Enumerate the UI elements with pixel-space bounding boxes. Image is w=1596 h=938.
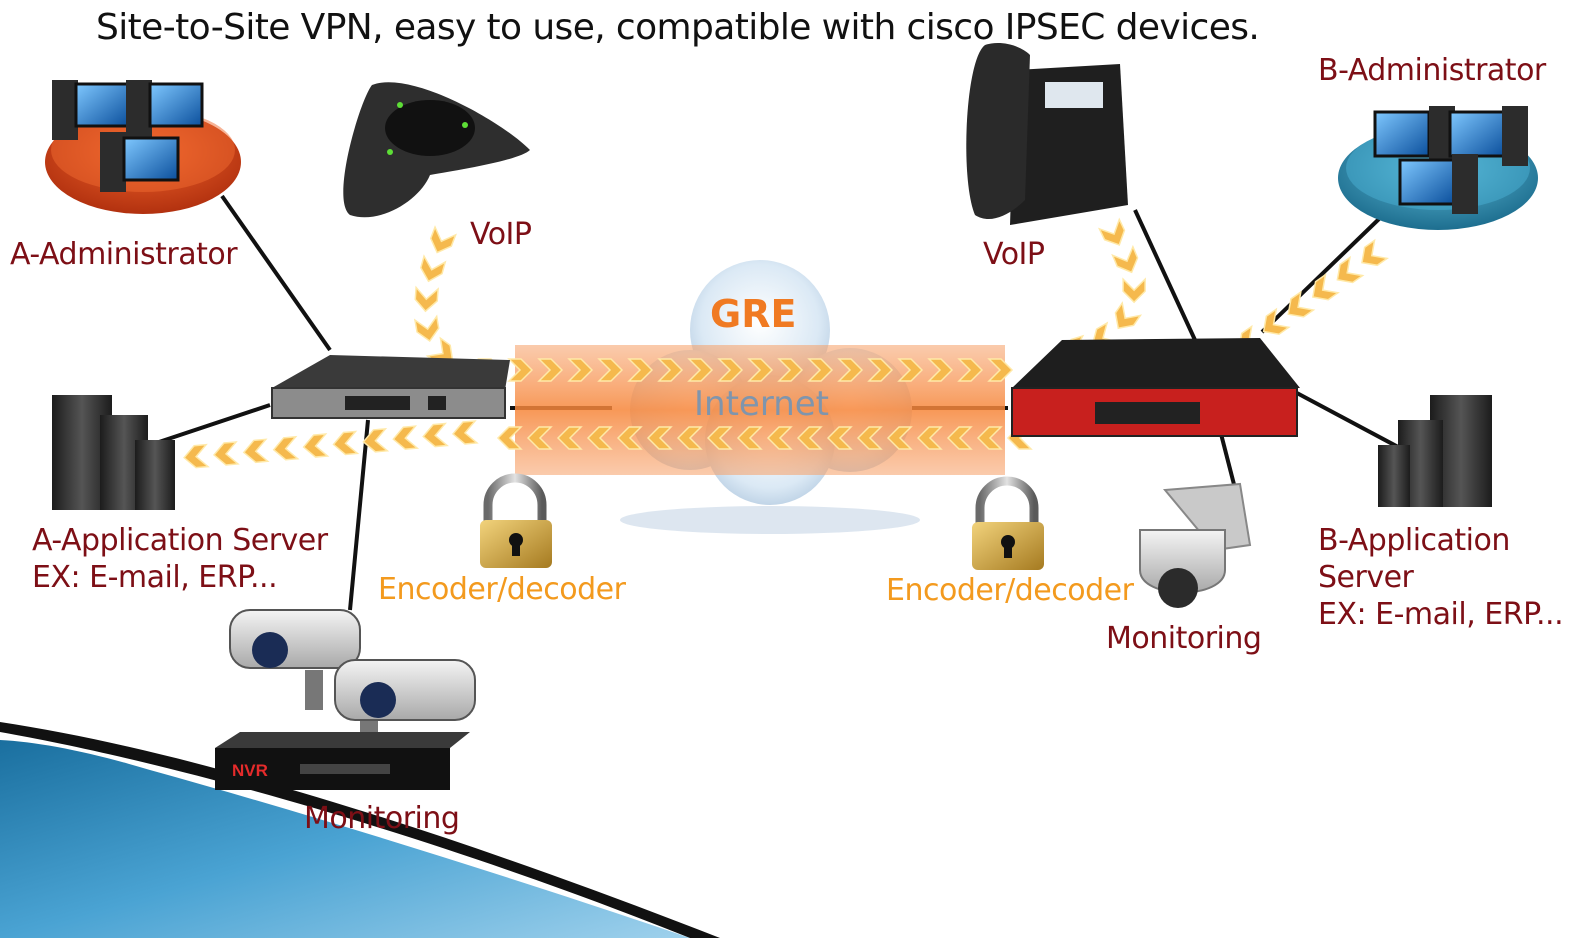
nvr-label: NVR bbox=[232, 761, 268, 780]
chevron-arrow bbox=[1097, 217, 1126, 246]
chevron-arrow bbox=[706, 426, 733, 450]
chevron-arrow bbox=[302, 433, 330, 458]
flow-b-voip bbox=[1045, 225, 1134, 358]
chevron-arrow bbox=[837, 358, 864, 382]
chevron-arrow bbox=[717, 358, 744, 382]
b-voip-label: VoIP bbox=[983, 237, 1045, 272]
chevron-arrow bbox=[332, 430, 360, 456]
chevron-arrow bbox=[987, 358, 1014, 382]
b-application-server-label: B-Application Server EX: E-mail, ERP... bbox=[1318, 522, 1564, 633]
chevron-arrow bbox=[646, 426, 673, 450]
chevron-arrow bbox=[747, 358, 774, 382]
b-administrator-workstations bbox=[1338, 106, 1538, 230]
chevron-arrow bbox=[242, 438, 270, 464]
chevron-arrow bbox=[567, 358, 594, 382]
b-app-server-title-line2: Server bbox=[1318, 560, 1414, 595]
chevron-group bbox=[413, 225, 457, 364]
chevron-arrow bbox=[777, 358, 804, 382]
a-administrator-label: A-Administrator bbox=[10, 237, 238, 272]
chevron-arrow bbox=[586, 426, 613, 450]
a-switch bbox=[271, 355, 510, 419]
chevron-arrow bbox=[507, 358, 534, 382]
chevron-arrow bbox=[212, 441, 240, 466]
chevron-arrow bbox=[597, 358, 624, 382]
a-application-server-label: A-Application Server EX: E-mail, ERP... bbox=[32, 522, 328, 596]
chevron-arrow bbox=[1361, 238, 1390, 267]
chevron-arrow bbox=[957, 358, 984, 382]
chevron-arrow bbox=[1111, 244, 1139, 274]
chevron-arrow bbox=[556, 426, 583, 450]
chevron-arrow bbox=[420, 254, 447, 283]
chevron-arrow bbox=[976, 426, 1003, 450]
a-voip-conference-phone bbox=[343, 82, 530, 218]
internet-label: Internet bbox=[694, 384, 830, 424]
b-router bbox=[1011, 338, 1300, 437]
nvr-recorder bbox=[215, 732, 470, 790]
chevron-arrow bbox=[676, 426, 703, 450]
gre-label: GRE bbox=[710, 292, 797, 336]
chevron-arrow bbox=[927, 358, 954, 382]
chevron-arrow bbox=[946, 426, 973, 450]
chevron-arrow bbox=[422, 422, 449, 448]
chevron-arrow bbox=[1262, 307, 1291, 335]
chevron-arrow bbox=[807, 358, 834, 382]
chevron-arrow bbox=[1287, 290, 1316, 318]
chevron-arrow bbox=[796, 426, 823, 450]
chevron-arrow bbox=[526, 426, 553, 450]
b-app-server-title-line1: B-Application bbox=[1318, 523, 1510, 558]
chevron-arrow bbox=[362, 427, 390, 453]
chevron-arrow bbox=[451, 420, 479, 445]
decorative-swoosh bbox=[0, 722, 720, 938]
a-app-server-example: EX: E-mail, ERP... bbox=[32, 560, 278, 595]
a-encoder-label: Encoder/decoder bbox=[378, 572, 626, 607]
a-administrator-workstations bbox=[45, 80, 241, 214]
chevron-arrow bbox=[537, 358, 564, 382]
chevron-arrow bbox=[1336, 255, 1365, 284]
chevron-arrow bbox=[616, 426, 643, 450]
chevron-arrow bbox=[429, 225, 457, 254]
b-monitoring-label: Monitoring bbox=[1106, 621, 1262, 656]
b-application-servers bbox=[1378, 395, 1492, 507]
chevron-arrow bbox=[1312, 273, 1340, 301]
chevron-group bbox=[496, 426, 1033, 450]
a-voip-label: VoIP bbox=[470, 217, 532, 252]
chevron-arrow bbox=[183, 443, 210, 469]
chevron-arrow bbox=[766, 426, 793, 450]
page-title: Site-to-Site VPN, easy to use, compatibl… bbox=[96, 7, 1260, 48]
chevron-arrow bbox=[1114, 301, 1143, 330]
chevron-arrow bbox=[657, 358, 684, 382]
a-monitoring-cameras bbox=[229, 609, 476, 740]
chevron-arrow bbox=[627, 358, 654, 382]
a-lock-icon bbox=[480, 473, 552, 568]
chevron-arrow bbox=[867, 358, 894, 382]
b-administrator-label: B-Administrator bbox=[1318, 53, 1546, 88]
chevron-arrow bbox=[496, 426, 523, 450]
chevron-arrow bbox=[916, 426, 943, 450]
chevron-arrow bbox=[736, 426, 763, 450]
chevron-arrow bbox=[886, 426, 913, 450]
chevron-arrow bbox=[413, 314, 440, 342]
b-dome-camera bbox=[1139, 482, 1252, 608]
chevron-arrow bbox=[272, 435, 300, 461]
chevron-arrow bbox=[687, 358, 714, 382]
chevron-arrow bbox=[392, 425, 420, 450]
a-monitoring-label: Monitoring bbox=[304, 801, 460, 836]
chevron-arrow bbox=[414, 285, 439, 313]
b-lock-icon bbox=[972, 476, 1044, 570]
chevron-arrow bbox=[826, 426, 853, 450]
chevron-group bbox=[183, 420, 479, 469]
b-app-server-example: EX: E-mail, ERP... bbox=[1318, 597, 1564, 632]
b-encoder-label: Encoder/decoder bbox=[886, 573, 1134, 608]
b-voip-desk-phone bbox=[966, 43, 1128, 225]
chevron-arrow bbox=[1122, 277, 1146, 304]
chevron-arrow bbox=[856, 426, 883, 450]
a-application-servers bbox=[52, 395, 175, 510]
chevron-arrow bbox=[897, 358, 924, 382]
a-app-server-title: A-Application Server bbox=[32, 523, 328, 558]
